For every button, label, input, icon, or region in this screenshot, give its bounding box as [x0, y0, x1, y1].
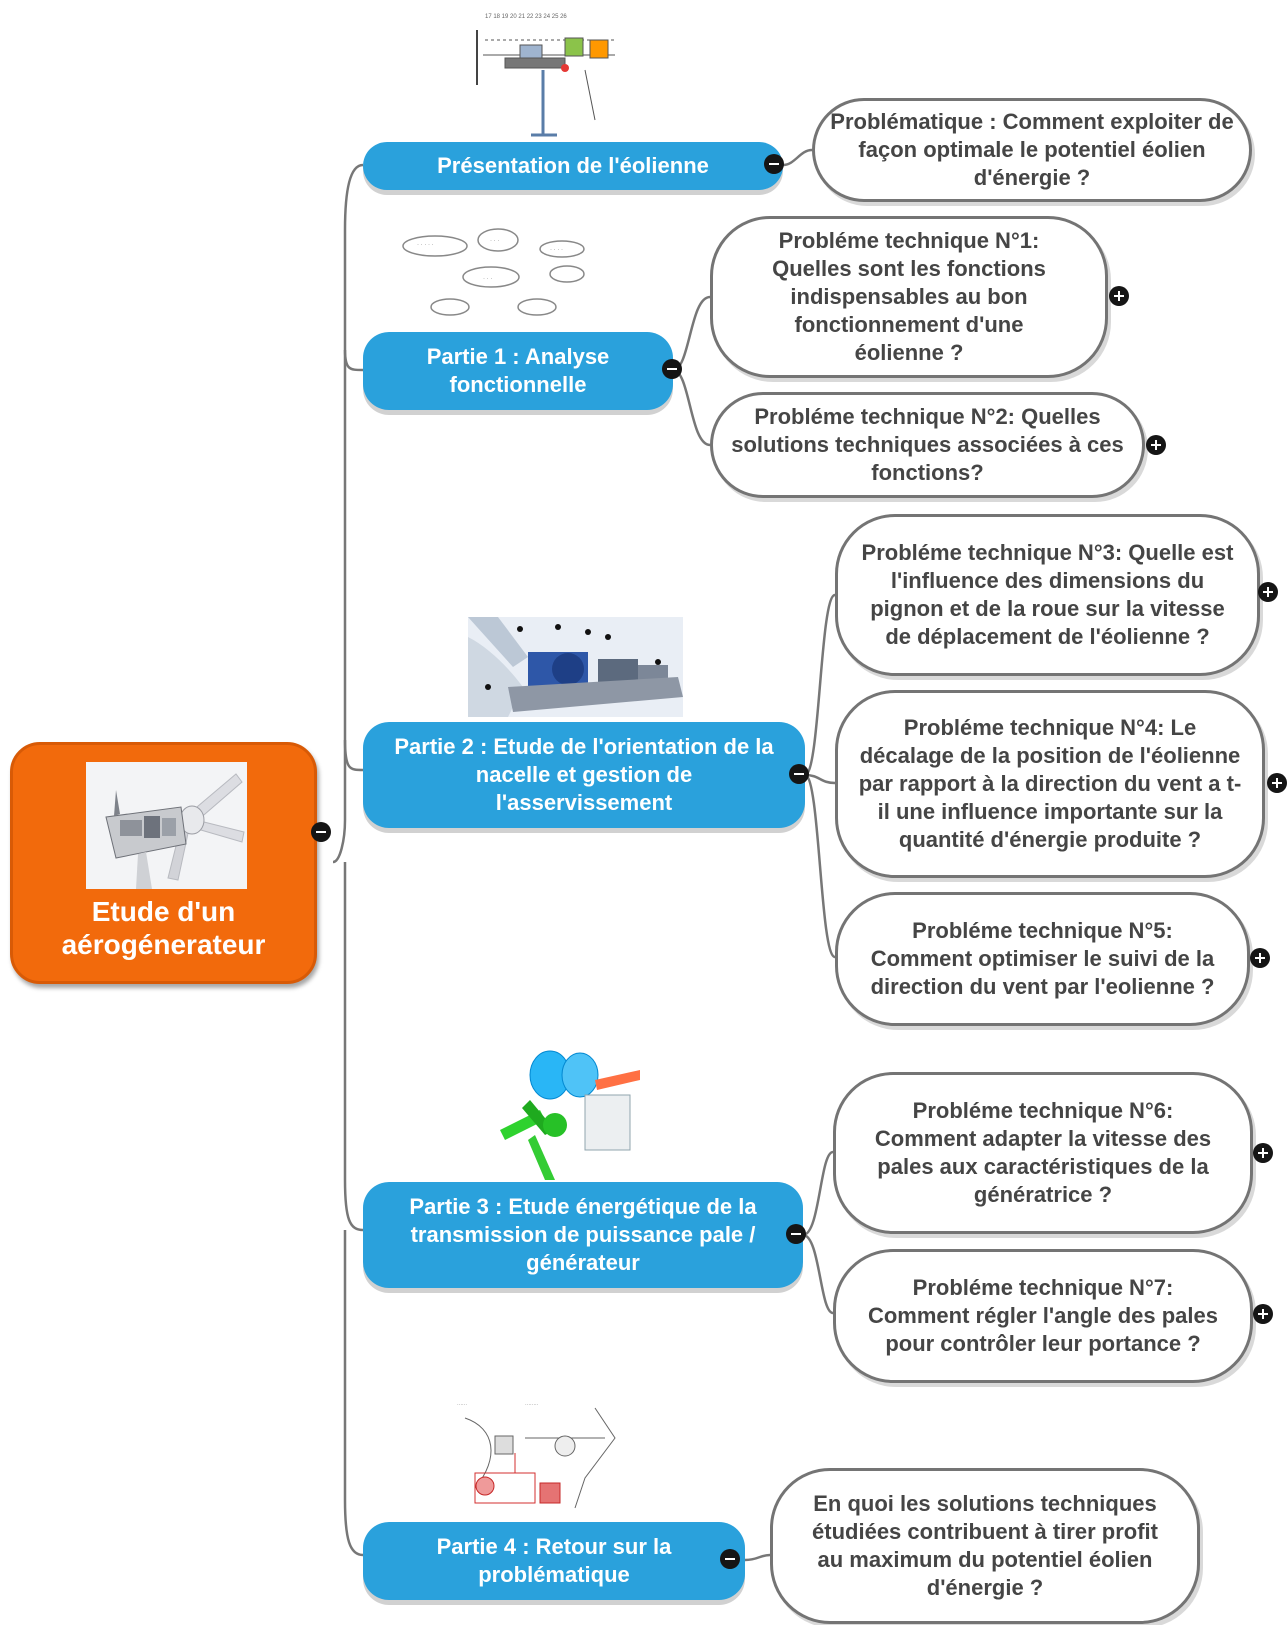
subtopic-label: Probléme technique N°2: Quelles solution…: [731, 404, 1124, 485]
subtopic-label: Probléme technique N°7: Comment régler l…: [867, 1275, 1218, 1356]
wind-turbine-schematic-image: 17 18 19 20 21 22 23 24 25 26: [476, 14, 615, 137]
subtopic-probleme-6[interactable]: Probléme technique N°6: Comment adapter …: [833, 1072, 1253, 1234]
topic-label: Partie 3 : Etude énergétique de la trans…: [409, 1194, 757, 1275]
collapse-toggle-icon[interactable]: [786, 1224, 806, 1244]
subtopic-label: Probléme technique N°4: Le décalage de l…: [858, 715, 1242, 852]
topic-label: Partie 1 : Analyse fonctionnelle: [426, 344, 610, 397]
topic-label: Présentation de l'éolienne: [437, 153, 709, 178]
expand-toggle-icon[interactable]: [1253, 1143, 1273, 1163]
svg-text:········: ········: [525, 1402, 539, 1408]
collapse-toggle-icon[interactable]: [662, 359, 682, 379]
svg-text:· · · ·: · · · ·: [550, 247, 563, 253]
topic-presentation[interactable]: Présentation de l'éolienne: [363, 142, 783, 190]
subtopic-label: Probléme technique N°5: Comment optimise…: [870, 918, 1215, 999]
expand-toggle-icon[interactable]: [1250, 948, 1270, 968]
subtopic-probleme-3[interactable]: Probléme technique N°3: Quelle est l'inf…: [835, 514, 1260, 676]
collapse-toggle-icon[interactable]: [720, 1549, 740, 1569]
subtopic-retour-problematique[interactable]: En quoi les solutions techniques étudiée…: [770, 1468, 1200, 1624]
subtopic-probleme-7[interactable]: Probléme technique N°7: Comment régler l…: [833, 1249, 1253, 1383]
expand-toggle-icon[interactable]: [1253, 1304, 1273, 1324]
subtopic-probleme-1[interactable]: Probléme technique N°1: Quelles sont les…: [710, 216, 1108, 378]
expand-toggle-icon[interactable]: [1146, 435, 1166, 455]
nacelle-gearbox-image: [468, 617, 683, 717]
subtopic-label: En quoi les solutions techniques étudiée…: [812, 1491, 1158, 1600]
expand-toggle-icon[interactable]: [1109, 286, 1129, 306]
topic-label: Partie 4 : Retour sur la problématique: [436, 1534, 672, 1587]
topic-partie-4[interactable]: Partie 4 : Retour sur la problématique: [363, 1522, 745, 1600]
central-topic-label: Etude d'un aérogénerateur: [61, 896, 266, 960]
svg-text:· · · · ·: · · · · ·: [417, 242, 434, 248]
wind-turbine-image: [86, 762, 247, 889]
subtopic-probleme-2[interactable]: Probléme technique N°2: Quelles solution…: [710, 392, 1145, 498]
collapse-toggle-icon[interactable]: [764, 154, 784, 174]
blade-pitch-mechanism-image: [500, 1050, 640, 1180]
subtopic-label: Problématique : Comment exploiter de faç…: [830, 109, 1234, 190]
subtopic-probleme-4[interactable]: Probléme technique N°4: Le décalage de l…: [835, 690, 1265, 878]
topic-label: Partie 2 : Etude de l'orientation de la …: [394, 734, 774, 815]
subtopic-label: Probléme technique N°6: Comment adapter …: [874, 1098, 1212, 1207]
topic-partie-1[interactable]: Partie 1 : Analyse fonctionnelle: [363, 332, 673, 410]
topic-partie-3[interactable]: Partie 3 : Etude énergétique de la trans…: [363, 1182, 803, 1288]
svg-text:· · ·: · · ·: [483, 276, 492, 282]
svg-text:· · ·: · · ·: [490, 238, 499, 244]
central-topic[interactable]: Etude d'un aérogénerateur: [10, 742, 317, 984]
hydraulic-pitch-system-image: ··············: [457, 1402, 616, 1509]
subtopic-label: Probléme technique N°1: Quelles sont les…: [772, 228, 1046, 365]
topic-partie-2[interactable]: Partie 2 : Etude de l'orientation de la …: [363, 722, 805, 828]
subtopic-probleme-5[interactable]: Probléme technique N°5: Comment optimise…: [835, 892, 1250, 1026]
subtopic-problematique[interactable]: Problématique : Comment exploiter de faç…: [812, 98, 1252, 202]
functional-analysis-image: · · · · · · · · · · · · · · ·: [402, 228, 585, 316]
svg-text:······: ······: [457, 1402, 467, 1408]
collapse-toggle-icon[interactable]: [311, 822, 331, 842]
expand-toggle-icon[interactable]: [1267, 773, 1287, 793]
expand-toggle-icon[interactable]: [1258, 582, 1278, 602]
svg-text:17 18 19 20 21 22 23 24 25 26: 17 18 19 20 21 22 23 24 25 26: [485, 14, 567, 20]
collapse-toggle-icon[interactable]: [789, 764, 809, 784]
subtopic-label: Probléme technique N°3: Quelle est l'inf…: [861, 540, 1234, 649]
